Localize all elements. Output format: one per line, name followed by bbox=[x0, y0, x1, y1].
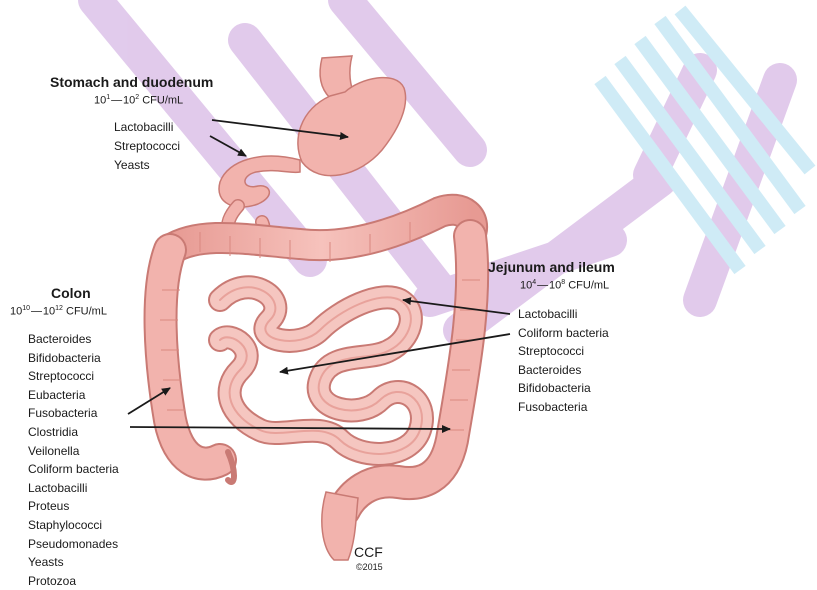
stomach-body bbox=[298, 78, 406, 176]
credit-mark: CCF bbox=[354, 544, 383, 560]
list-item: Streptococci bbox=[518, 342, 609, 361]
list-item: Coliform bacteria bbox=[28, 460, 119, 479]
list-item: Fusobacteria bbox=[28, 404, 119, 423]
list-item: Bifidobacteria bbox=[28, 349, 119, 368]
list-item: Coliform bacteria bbox=[518, 324, 609, 343]
list-item: Staphylococci bbox=[28, 516, 119, 535]
list-item: Yeasts bbox=[114, 156, 180, 175]
rectum bbox=[322, 492, 358, 560]
list-item: Protozoa bbox=[28, 572, 119, 590]
colon-count: 1010 — 1012 CFU/mL bbox=[10, 305, 107, 318]
jejunum-count: 104 — 108 CFU/mL bbox=[520, 279, 609, 292]
list-item: Lactobacilli bbox=[114, 118, 180, 137]
jejunum-title: Jejunum and ileum bbox=[488, 259, 615, 275]
list-item: Yeasts bbox=[28, 553, 119, 572]
list-item: Bacteroides bbox=[28, 330, 119, 349]
colon-organism-list: Bacteroides Bifidobacteria Streptococci … bbox=[28, 330, 119, 590]
colon-title: Colon bbox=[51, 285, 91, 301]
list-item: Eubacteria bbox=[28, 386, 119, 405]
stomach-count: 101 — 102 CFU/mL bbox=[94, 94, 183, 107]
list-item: Lactobacilli bbox=[28, 479, 119, 498]
stomach-organism-list: Lactobacilli Streptococci Yeasts bbox=[114, 118, 180, 175]
list-item: Bacteroides bbox=[518, 361, 609, 380]
credit-year: ©2015 bbox=[356, 562, 383, 572]
list-item: Streptococci bbox=[28, 367, 119, 386]
list-item: Veilonella bbox=[28, 442, 119, 461]
list-item: Bifidobacteria bbox=[518, 379, 609, 398]
list-item: Proteus bbox=[28, 497, 119, 516]
list-item: Clostridia bbox=[28, 423, 119, 442]
watermark-logo bbox=[95, 0, 810, 330]
list-item: Fusobacteria bbox=[518, 398, 609, 417]
watermark-blue-swirl bbox=[600, 10, 810, 270]
list-item: Pseudomonades bbox=[28, 535, 119, 554]
list-item: Streptococci bbox=[114, 137, 180, 156]
stomach-title: Stomach and duodenum bbox=[50, 74, 213, 90]
jejunum-organism-list: Lactobacilli Coliform bacteria Streptoco… bbox=[518, 305, 609, 417]
list-item: Lactobacilli bbox=[518, 305, 609, 324]
